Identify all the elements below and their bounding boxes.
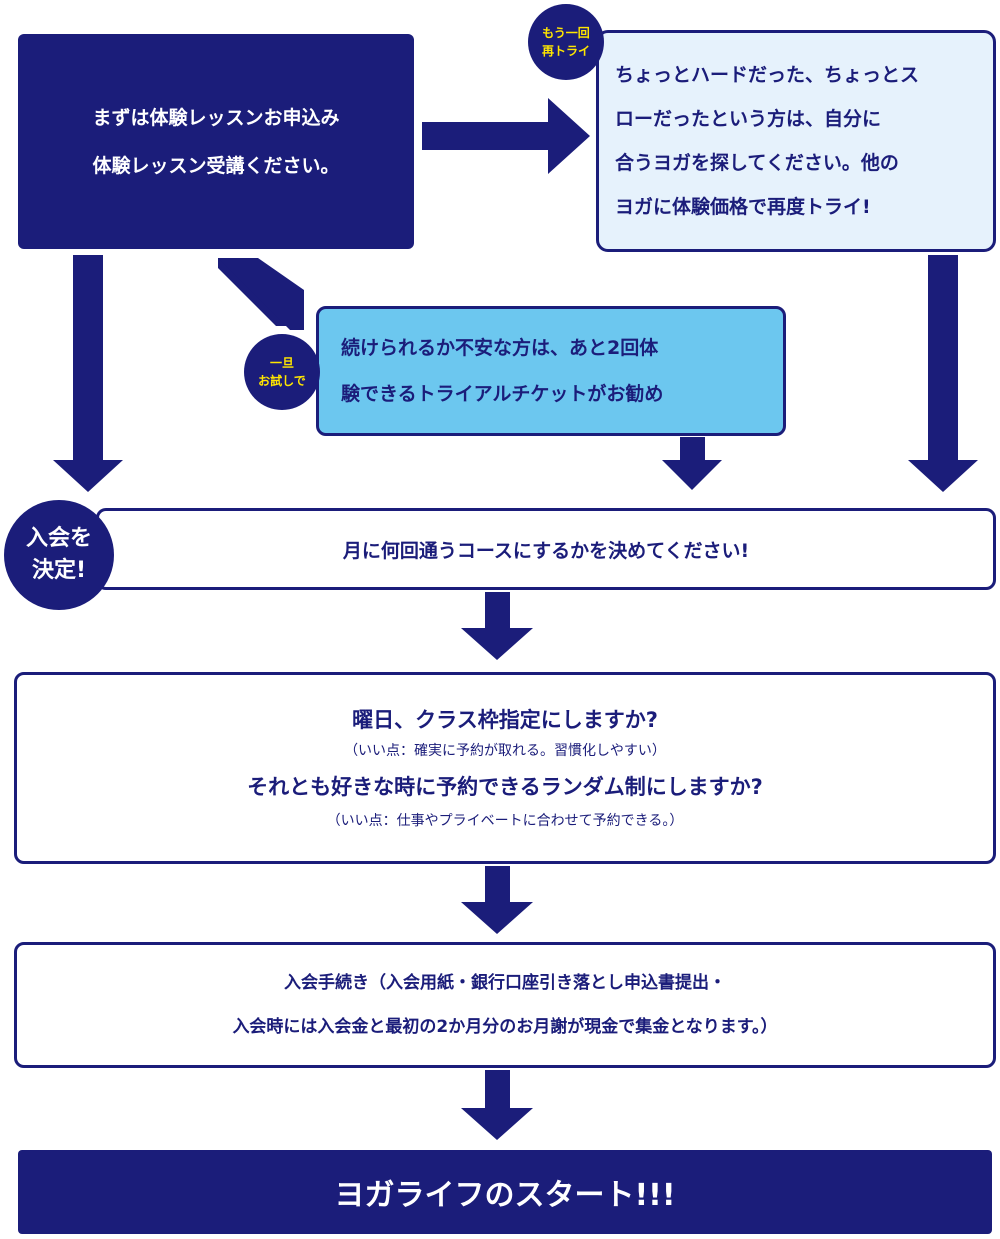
retry-line-3: 合うヨガを探してください。他の <box>615 152 899 174</box>
start-text: ヨガライフのスタート!!! <box>334 1178 676 1213</box>
ticket-badge: 一旦 お試しで <box>244 334 320 410</box>
arrow-right-to-retry <box>422 98 590 174</box>
retry-line-1: ちょっとハードだった、ちょっとス <box>615 64 920 86</box>
arrow-down-left <box>53 255 123 492</box>
arrow-down-right <box>908 255 978 492</box>
schedule-choice-box: 曜日、クラス枠指定にしますか? （いい点：確実に予約が取れる。習慣化しやすい） … <box>14 672 996 864</box>
schedule-note-1: （いい点：確実に予約が取れる。習慣化しやすい） <box>344 743 666 759</box>
procedure-line-1: 入会手続き（入会用紙・銀行口座引き落とし申込書提出・ <box>284 973 726 993</box>
ticket-line-2: 験できるトライアルチケットがお勧め <box>341 383 664 405</box>
arrow-down-2 <box>461 866 533 934</box>
retry-badge-line-2: 再トライ <box>541 44 590 58</box>
arrow-diagonal-head <box>218 258 304 330</box>
decide-badge-line-2: 決定! <box>31 558 87 583</box>
trial-line-2: 体験レッスン受講ください。 <box>92 154 340 177</box>
ticket-line-1: 続けられるか不安な方は、あと2回体 <box>341 337 659 359</box>
arrow-down-1 <box>461 592 533 660</box>
retry-box: ちょっとハードだった、ちょっとス ローだったという方は、自分に 合うヨガを探して… <box>596 30 996 252</box>
schedule-question-2: それとも好きな時に予約できるランダム制にしますか? <box>247 775 763 799</box>
trial-ticket-box: 続けられるか不安な方は、あと2回体 験できるトライアルチケットがお勧め <box>316 306 786 436</box>
trial-lesson-box: まずは体験レッスンお申込み 体験レッスン受講ください。 <box>18 34 414 249</box>
decide-badge: 入会を 決定! <box>4 500 114 610</box>
arrow-down-3 <box>461 1070 533 1140</box>
retry-line-2: ローだったという方は、自分に <box>615 108 882 130</box>
schedule-question-1: 曜日、クラス枠指定にしますか? <box>352 708 658 732</box>
retry-line-4: ヨガに体験価格で再度トライ! <box>615 196 871 218</box>
retry-badge: もう一回 再トライ <box>528 4 604 80</box>
membership-procedure-box: 入会手続き（入会用紙・銀行口座引き落とし申込書提出・ 入会時には入会金と最初の2… <box>14 942 996 1068</box>
yoga-life-start-banner: ヨガライフのスタート!!! <box>18 1150 992 1234</box>
trial-line-1: まずは体験レッスンお申込み <box>92 106 340 129</box>
ticket-badge-line-1: 一旦 <box>269 356 294 370</box>
decide-course-box: 月に何回通うコースにするかを決めてください! <box>96 508 996 590</box>
decide-text: 月に何回通うコースにするかを決めてください! <box>342 539 750 562</box>
schedule-note-2: （いい点：仕事やプライベートに合わせて予約できる。） <box>326 813 684 829</box>
arrow-down-ticket <box>662 437 722 490</box>
procedure-line-2: 入会時には入会金と最初の2か月分のお月謝が現金で集金となります。） <box>232 1017 778 1037</box>
decide-badge-line-1: 入会を <box>25 526 92 551</box>
retry-badge-line-1: もう一回 <box>542 26 590 40</box>
ticket-badge-line-2: お試しで <box>258 374 306 388</box>
